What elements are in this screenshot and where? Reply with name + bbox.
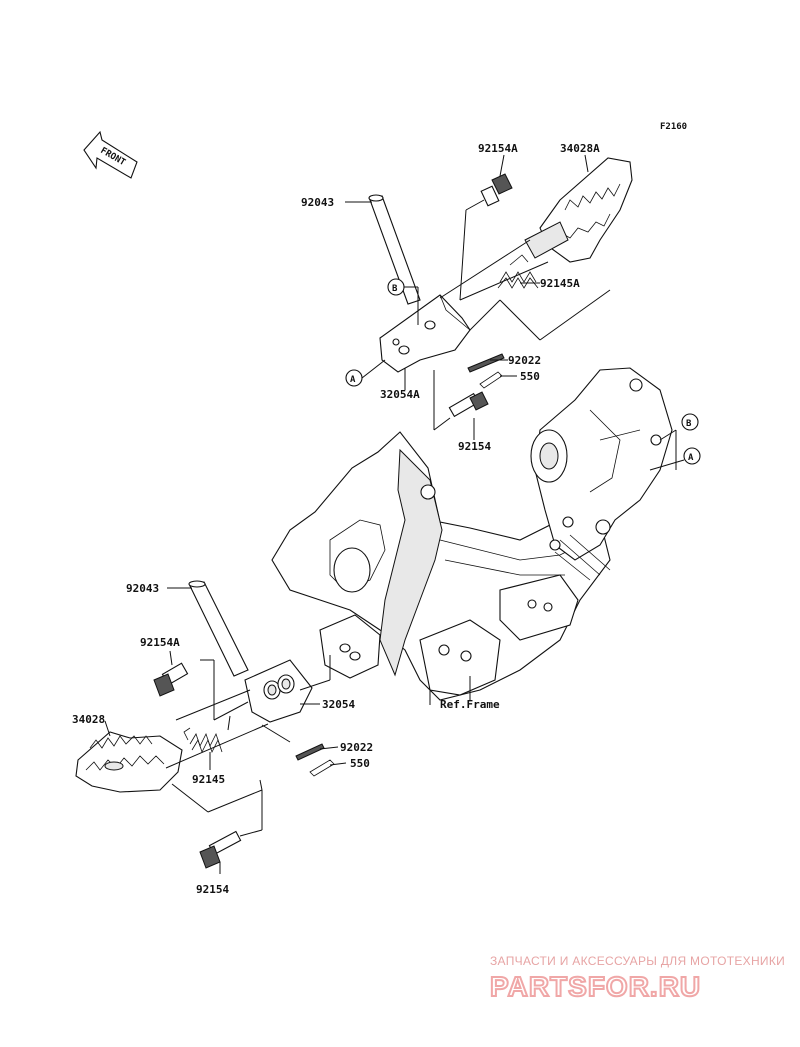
bolt-92154A-bottom [153, 662, 189, 697]
callout-a-right: A [683, 447, 701, 465]
label-32054: 32054 [322, 698, 355, 711]
diagram-code: F2160 [660, 122, 687, 132]
label-92154A-bottom: 92154A [140, 636, 180, 649]
watermark-tagline: ЗАПЧАСТИ И АКСЕССУАРЫ ДЛЯ МОТОТЕХНИКИ [490, 954, 785, 968]
bolt-92154-top [448, 391, 489, 418]
frame-drawing [271, 367, 673, 701]
label-92154-top: 92154 [458, 440, 491, 453]
front-arrow-icon: FRONT [83, 130, 138, 179]
label-32054A: 32054A [380, 388, 420, 401]
label-92022-bottom: 92022 [340, 741, 373, 754]
label-34028A: 34028A [560, 142, 600, 155]
label-92154-bottom: 92154 [196, 883, 229, 896]
svg-text:A: A [350, 375, 356, 385]
pin-92043-top [368, 194, 421, 305]
watermark-brand: PARTSFOR.RU [490, 971, 701, 1002]
label-34028: 34028 [72, 713, 105, 726]
bottom-leader-lines [104, 587, 347, 874]
cotter-550-bottom [309, 759, 335, 777]
callout-b-left: B [387, 278, 405, 296]
label-92022-top: 92022 [508, 354, 541, 367]
cotter-550-top [479, 371, 503, 389]
pin-92022-top [467, 353, 505, 373]
label-92043-bottom: 92043 [126, 582, 159, 595]
bolt-92154-bottom [199, 830, 242, 869]
footpeg-34028A [524, 157, 633, 263]
footpeg-34028 [75, 731, 183, 793]
bolt-92154A-top [480, 173, 513, 207]
svg-text:B: B [392, 284, 398, 294]
svg-text:A: A [688, 453, 694, 463]
pin-92022-bottom [295, 743, 325, 761]
spring-92145 [183, 727, 223, 754]
pin-92043-bottom [188, 580, 249, 677]
label-ref-frame: Ref.Frame [440, 698, 500, 711]
callout-b-right: B [681, 413, 699, 431]
label-550-bottom: 550 [350, 757, 370, 770]
label-92043-top: 92043 [301, 196, 334, 209]
bracket-32054 [244, 659, 313, 723]
svg-text:B: B [686, 419, 692, 429]
label-550-top: 550 [520, 370, 540, 383]
callout-a-left: A [345, 369, 363, 387]
bracket-32054A [379, 294, 471, 373]
label-92145A: 92145A [540, 277, 580, 290]
label-92145: 92145 [192, 773, 225, 786]
spring-92145A [497, 254, 539, 289]
top-leader-lines [345, 154, 685, 705]
label-92154A-top: 92154A [478, 142, 518, 155]
